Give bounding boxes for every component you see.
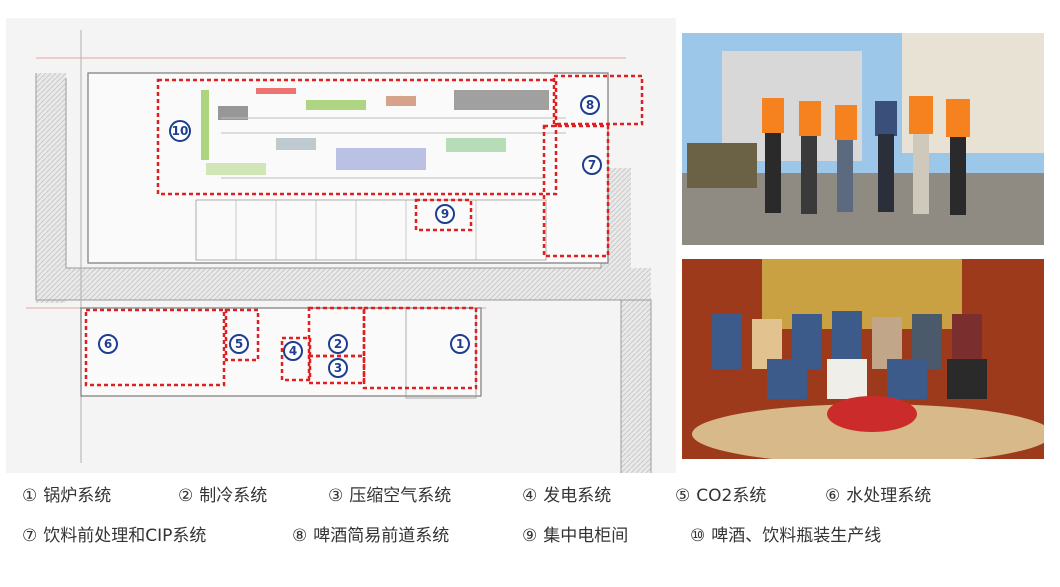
zone-badge-7	[582, 155, 602, 175]
zone-label-2: 2	[334, 337, 342, 351]
zone-box-3	[307, 354, 366, 385]
legend-number: ⑦	[22, 526, 38, 546]
zone-badge-1	[450, 334, 470, 354]
legend-number: ⑧	[292, 526, 308, 546]
site-plan-svg: 10 8 7 9 6 5 4 2 3 1	[26, 30, 652, 473]
zone-label-8: 8	[586, 98, 594, 112]
zone-badge-8	[580, 95, 600, 115]
road-band-left	[36, 73, 66, 303]
legend-label: 水处理系统	[846, 486, 932, 506]
zone-boxes	[84, 74, 644, 390]
zone-box-8	[552, 74, 644, 126]
zone-badge-5	[229, 334, 249, 354]
zone-label-4: 4	[289, 344, 297, 358]
workers-group	[762, 96, 970, 215]
zone-badge-10	[169, 120, 191, 142]
banquet-group-photo	[682, 259, 1044, 459]
road-band-middle	[36, 268, 651, 300]
zone-box-5	[224, 308, 260, 362]
legend-number: ③	[328, 486, 344, 506]
legend-label: 压缩空气系统	[349, 486, 452, 506]
office-block	[195, 199, 547, 261]
zone-label-1: 1	[456, 337, 464, 351]
legend-label: 集中电柜间	[543, 526, 629, 546]
zone-badge-6	[98, 334, 118, 354]
zone-badge-9	[435, 204, 455, 224]
legend-label: 啤酒、饮料瓶装生产线	[711, 526, 882, 546]
legend-label: 制冷系统	[199, 486, 268, 506]
zone-label-10: 10	[172, 124, 189, 138]
banquet-people	[712, 311, 987, 399]
legend-number: ⑩	[690, 526, 706, 546]
zone-badge-3	[328, 358, 348, 378]
legend-number: ④	[522, 486, 538, 506]
zone-box-6	[84, 308, 226, 387]
zone-badge-2	[328, 334, 348, 354]
zone-box-1	[362, 306, 478, 390]
zone-box-7	[542, 124, 610, 258]
zone-label-3: 3	[334, 361, 342, 375]
zone-badges: 10 8 7 9 6 5 4 2 3 1	[98, 95, 602, 378]
zone-label-6: 6	[104, 337, 112, 351]
zone-box-9	[414, 198, 473, 232]
legend-label: 锅炉系统	[43, 486, 112, 506]
production-equipment	[201, 88, 566, 179]
zone-label-5: 5	[235, 337, 243, 351]
legend-number: ⑨	[522, 526, 538, 546]
road-band-right-lower	[621, 298, 651, 473]
zone-label-7: 7	[588, 158, 596, 172]
banquet-group-photo-svg	[682, 259, 1044, 459]
legend-number: ⑤	[675, 486, 691, 506]
site-team-photo-svg	[682, 33, 1044, 245]
zone-label-9: 9	[441, 207, 449, 221]
flower-centerpiece	[827, 396, 917, 432]
legend-number: ⑥	[825, 486, 841, 506]
road-outline-outer	[35, 73, 652, 473]
zone-badge-4	[283, 341, 303, 361]
legend-number: ①	[22, 486, 38, 506]
zone-box-10	[156, 78, 558, 196]
legend-label: CO2系统	[696, 486, 767, 506]
legend-number: ②	[178, 486, 194, 506]
legend-label: 发电系统	[543, 486, 612, 506]
legend-label: 啤酒简易前道系统	[313, 526, 450, 546]
legend-label: 饮料前处理和CIP系统	[43, 526, 207, 546]
site-team-photo	[682, 33, 1044, 245]
site-plan-drawing: 10 8 7 9 6 5 4 2 3 1	[6, 18, 676, 473]
